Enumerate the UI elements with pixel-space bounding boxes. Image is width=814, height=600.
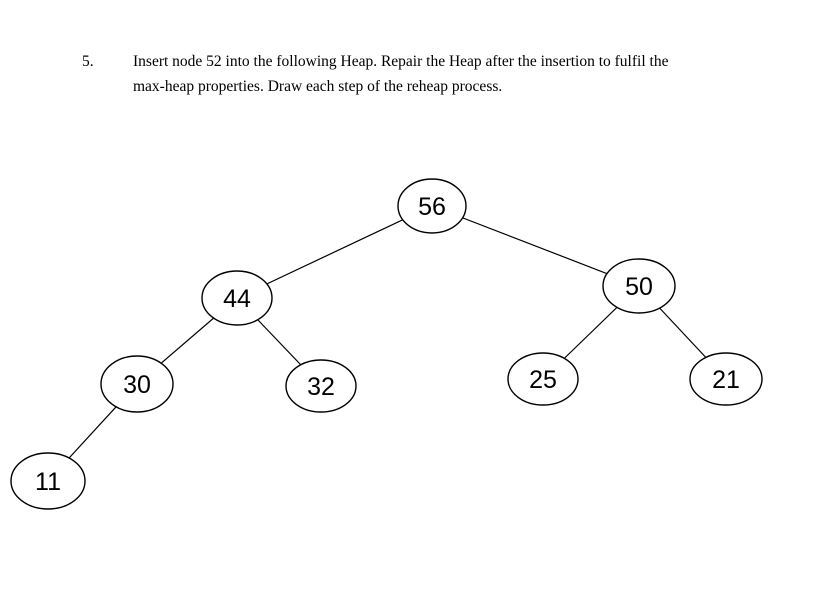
tree-node-56: 56: [397, 178, 467, 234]
question-line-2: max-heap properties. Draw each step of t…: [133, 78, 503, 95]
node-ellipse: [397, 178, 467, 234]
node-ellipse: [507, 352, 579, 406]
question-line-1: Insert node 52 into the following Heap. …: [133, 53, 669, 70]
node-value: 32: [307, 373, 335, 401]
tree-node-11: 11: [10, 452, 86, 510]
node-value: 21: [712, 366, 740, 394]
question-text: Insert node 52 into the following Heap. …: [133, 49, 668, 99]
tree-edge-56-44: [236, 205, 433, 299]
tree-node-32: 32: [285, 359, 357, 413]
node-ellipse: [689, 352, 763, 406]
node-value: 44: [223, 285, 251, 313]
node-value: 25: [529, 366, 557, 394]
tree-node-50: 50: [602, 258, 676, 314]
node-ellipse: [285, 359, 357, 413]
node-value: 11: [35, 468, 61, 496]
tree-node-44: 44: [201, 270, 273, 326]
node-ellipse: [100, 355, 174, 413]
node-ellipse: [10, 452, 86, 510]
question-number: 5.: [82, 53, 94, 70]
node-ellipse: [602, 258, 676, 314]
tree-node-21: 21: [689, 352, 763, 406]
node-value: 50: [625, 273, 653, 301]
tree-node-30: 30: [100, 355, 174, 413]
node-ellipse: [201, 270, 273, 326]
tree-edge-56-50: [431, 205, 640, 287]
node-value: 30: [123, 371, 151, 399]
tree-node-25: 25: [507, 352, 579, 406]
node-value: 56: [418, 193, 446, 221]
